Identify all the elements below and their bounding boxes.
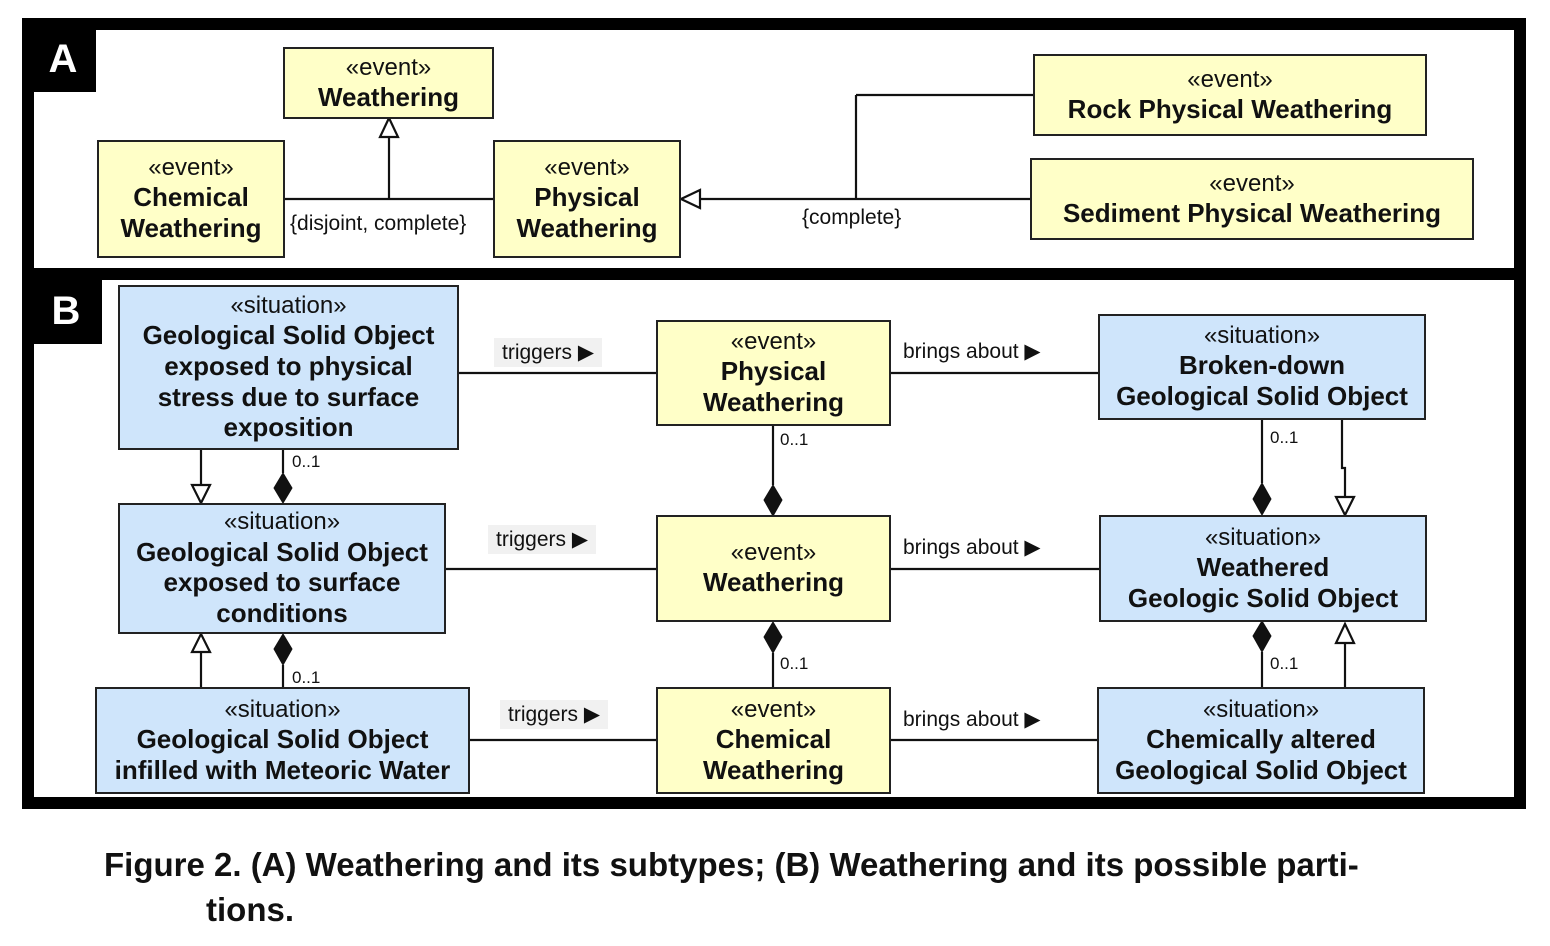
brings-about-label-2: brings about ▶: [903, 535, 1041, 560]
class-name: Geological Solid Object infilled with Me…: [114, 723, 451, 785]
panel-a-tag: A: [30, 26, 96, 92]
multiplicity-left-1: 0..1: [292, 452, 321, 471]
class-name: Weathering: [317, 81, 460, 112]
figure-caption-line-2: tions.: [206, 891, 294, 928]
stereotype-label: «situation»: [1204, 523, 1322, 551]
multiplicity-right-2: 0..1: [1270, 654, 1299, 673]
triggers-label-3: triggers ▶: [500, 700, 609, 729]
class-name: Chemical Weathering: [702, 723, 845, 785]
stereotype-label: «event»: [544, 154, 630, 182]
b-surface-situation-box: «situation» Geological Solid Object expo…: [118, 503, 446, 634]
b-weathered-situation-box: «situation» Weathered Geologic Solid Obj…: [1099, 515, 1427, 622]
stereotype-label: «event»: [1209, 169, 1295, 197]
a-physical-weathering-box: «event» Physical Weathering: [493, 140, 681, 258]
b-chemical-weathering-box: «event» Chemical Weathering: [656, 687, 891, 794]
a-sediment-physical-weathering-box: «event» Sediment Physical Weathering: [1030, 158, 1474, 240]
triggers-label-1: triggers ▶: [494, 338, 603, 367]
stereotype-label: «situation»: [223, 508, 341, 536]
b-left-gen-arrowhead-2: [190, 631, 212, 654]
b-right-gen-arrowhead-1: [1334, 495, 1356, 518]
b-infilled-situation-box: «situation» Geological Solid Object infi…: [95, 687, 470, 794]
stereotype-label: «event»: [730, 695, 817, 723]
class-name: Sediment Physical Weathering: [1062, 197, 1442, 228]
b-mid-diamond-1: [763, 484, 783, 518]
a-chemical-weathering-box: «event» Chemical Weathering: [97, 140, 285, 258]
stereotype-label: «situation»: [1202, 695, 1320, 723]
complete-constraint: {complete}: [802, 206, 902, 229]
brings-about-label-3: brings about ▶: [903, 707, 1041, 732]
b-weathering-box: «event» Weathering: [656, 515, 891, 622]
stereotype-label: «event»: [345, 53, 432, 81]
b-chemically-altered-situation-box: «situation» Chemically altered Geologica…: [1097, 687, 1425, 794]
b-broken-down-situation-box: «situation» Broken-down Geological Solid…: [1098, 314, 1426, 420]
a-gen-arrowhead: [378, 115, 400, 139]
stereotype-label: «situation»: [224, 695, 341, 723]
b-right-diamond-1: [1252, 481, 1272, 517]
b-left-gen-arrowhead-1: [190, 483, 212, 506]
b-stress-situation-box: «situation» Geological Solid Object expo…: [118, 285, 459, 450]
stereotype-label: «event»: [730, 328, 817, 356]
multiplicity-mid-1: 0..1: [780, 430, 809, 449]
stereotype-label: «event»: [730, 539, 817, 566]
a-rock-physical-weathering-box: «event» Rock Physical Weathering: [1033, 54, 1427, 136]
stereotype-label: «situation»: [1203, 322, 1321, 350]
class-name: Geological Solid Object exposed to physi…: [142, 320, 435, 443]
class-name: Geological Solid Object exposed to surfa…: [136, 536, 428, 628]
a-weathering-box: «event» Weathering: [283, 47, 494, 119]
a-complete-arrowhead: [678, 188, 702, 210]
multiplicity-mid-2: 0..1: [780, 654, 809, 673]
class-name: Physical Weathering: [516, 182, 658, 244]
multiplicity-right-1: 0..1: [1270, 428, 1299, 447]
b-left-diamond-1: [273, 472, 293, 504]
figure-caption-line-1: Figure 2. (A) Weathering and its subtype…: [104, 846, 1359, 883]
disjoint-complete-constraint: {disjoint, complete}: [290, 212, 467, 235]
class-name: Rock Physical Weathering: [1067, 93, 1393, 124]
class-name: Physical Weathering: [702, 356, 845, 418]
b-right-gen-arrowhead-2: [1334, 621, 1356, 645]
panel-b-tag: B: [30, 278, 102, 344]
triggers-label-2: triggers ▶: [488, 525, 597, 554]
class-name: Weathered Geologic Solid Object: [1127, 551, 1399, 613]
class-name: Chemical Weathering: [120, 182, 262, 244]
b-right-diamond-2: [1252, 620, 1272, 654]
class-name: Broken-down Geological Solid Object: [1116, 350, 1408, 412]
brings-about-label-1: brings about ▶: [903, 339, 1041, 364]
stereotype-label: «situation»: [230, 292, 347, 319]
b-physical-weathering-box: «event» Physical Weathering: [656, 320, 891, 426]
class-name: Chemically altered Geological Solid Obje…: [1115, 723, 1407, 785]
multiplicity-left-2: 0..1: [292, 668, 321, 687]
b-mid-diamond-2: [763, 621, 783, 655]
class-name: Weathering: [702, 567, 845, 598]
stereotype-label: «event»: [148, 154, 234, 182]
b-left-diamond-2: [273, 633, 293, 667]
stereotype-label: «event»: [1187, 65, 1273, 93]
b-right-gen-1: [1340, 420, 1347, 497]
